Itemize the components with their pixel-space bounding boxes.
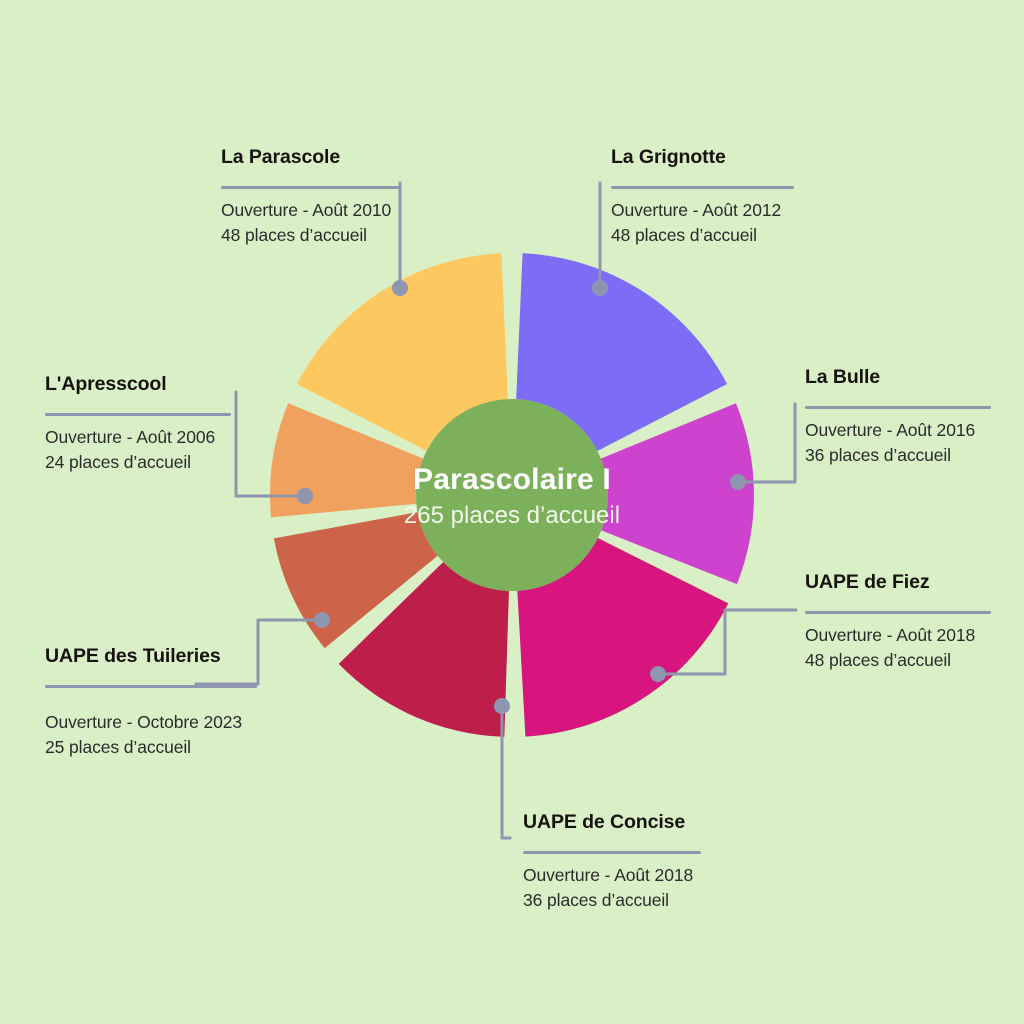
callout-body: Ouverture - Octobre 2023 25 places d’acc…: [45, 710, 257, 760]
callout-opening: Ouverture - Août 2016: [805, 420, 976, 440]
donut-slices: [270, 253, 754, 737]
callout-body: Ouverture - Août 2010 48 places d’accuei…: [221, 198, 399, 248]
callout-title: UAPE de Concise: [523, 811, 686, 833]
connector-la-bulle-dot: [730, 474, 746, 490]
callout-title: La Bulle: [805, 366, 881, 388]
callout-title: UAPE des Tuileries: [45, 645, 221, 667]
callout-title: La Parascole: [221, 146, 341, 168]
callout-opening: Ouverture - Août 2010: [221, 200, 392, 220]
callout-places: 36 places d’accueil: [805, 444, 951, 465]
center-hub-circle: [416, 399, 608, 591]
callout-opening: Ouverture - Août 2018: [523, 865, 694, 885]
center-title: Parascolaire I: [413, 463, 611, 496]
connector-lapresscool-dot: [297, 488, 313, 504]
connector-uape-des-tuileries-dot: [314, 612, 330, 628]
callout-rule: [221, 186, 399, 189]
callout-title: L'Apresscool: [45, 373, 167, 395]
callout-rule: [611, 186, 794, 189]
callout-uape-de-fiez[interactable]: UAPE de Fiez Ouverture - Août 2018 48 pl…: [805, 571, 991, 673]
callout-rule: [805, 611, 991, 614]
donut-slice[interactable]: [517, 538, 729, 737]
connector-uape-de-concise-dot: [494, 698, 510, 714]
connector-lines: [194, 181, 798, 840]
callout-body: Ouverture - Août 2018 36 places d’accuei…: [523, 863, 701, 913]
connector-uape-de-fiez-dot: [650, 666, 666, 682]
callout-rule: [45, 413, 231, 416]
callout-places: 25 places d’accueil: [45, 736, 191, 757]
callout-rule: [805, 406, 991, 409]
connector-uape-des-tuileries: [194, 618, 324, 686]
callout-body: Ouverture - Août 2006 24 places d’accuei…: [45, 425, 231, 475]
callout-places: 24 places d’accueil: [45, 451, 191, 472]
callout-places: 48 places d’accueil: [611, 224, 757, 245]
donut-slice[interactable]: [296, 253, 508, 451]
callout-title: La Grignotte: [611, 146, 726, 168]
center-subtitle: 265 places d’accueil: [404, 502, 620, 529]
connector-la-parascole-dot: [392, 280, 408, 296]
callout-body: Ouverture - Août 2016 36 places d’accuei…: [805, 418, 991, 468]
callout-la-parascole[interactable]: La Parascole Ouverture - Août 2010 48 pl…: [221, 146, 399, 248]
callout-places: 48 places d’accueil: [805, 649, 951, 670]
donut-slice[interactable]: [516, 253, 728, 451]
donut-slice[interactable]: [338, 562, 509, 737]
callout-body: Ouverture - Août 2018 48 places d’accuei…: [805, 623, 991, 673]
callout-opening: Ouverture - Août 2018: [805, 625, 976, 645]
callout-uape-des-tuileries[interactable]: UAPE des Tuileries Ouverture - Octobre 2…: [45, 645, 257, 760]
donut-slice[interactable]: [273, 512, 438, 649]
callout-lapresscool[interactable]: L'Apresscool Ouverture - Août 2006 24 pl…: [45, 373, 231, 475]
callout-la-bulle[interactable]: La Bulle Ouverture - Août 2016 36 places…: [805, 366, 991, 468]
connector-uape-de-fiez: [656, 608, 798, 676]
connector-la-grignotte-dot: [592, 280, 608, 296]
connector-uape-de-concise: [500, 704, 512, 840]
callout-uape-de-concise[interactable]: UAPE de Concise Ouverture - Août 2018 36…: [523, 811, 701, 913]
connector-lapresscool: [234, 390, 307, 498]
callout-body: Ouverture - Août 2012 48 places d’accuei…: [611, 198, 794, 248]
callout-opening: Ouverture - Octobre 2023: [45, 712, 243, 732]
callout-places: 36 places d’accueil: [523, 889, 669, 910]
callout-opening: Ouverture - Août 2006: [45, 427, 216, 447]
callout-places: 48 places d’accueil: [221, 224, 367, 245]
connector-la-bulle: [736, 402, 797, 484]
callout-title: UAPE de Fiez: [805, 571, 930, 593]
callout-la-grignotte[interactable]: La Grignotte Ouverture - Août 2012 48 pl…: [611, 146, 794, 248]
callout-opening: Ouverture - Août 2012: [611, 200, 782, 220]
callout-rule: [523, 851, 701, 854]
callout-rule: [45, 685, 257, 688]
donut-slice[interactable]: [600, 403, 754, 585]
